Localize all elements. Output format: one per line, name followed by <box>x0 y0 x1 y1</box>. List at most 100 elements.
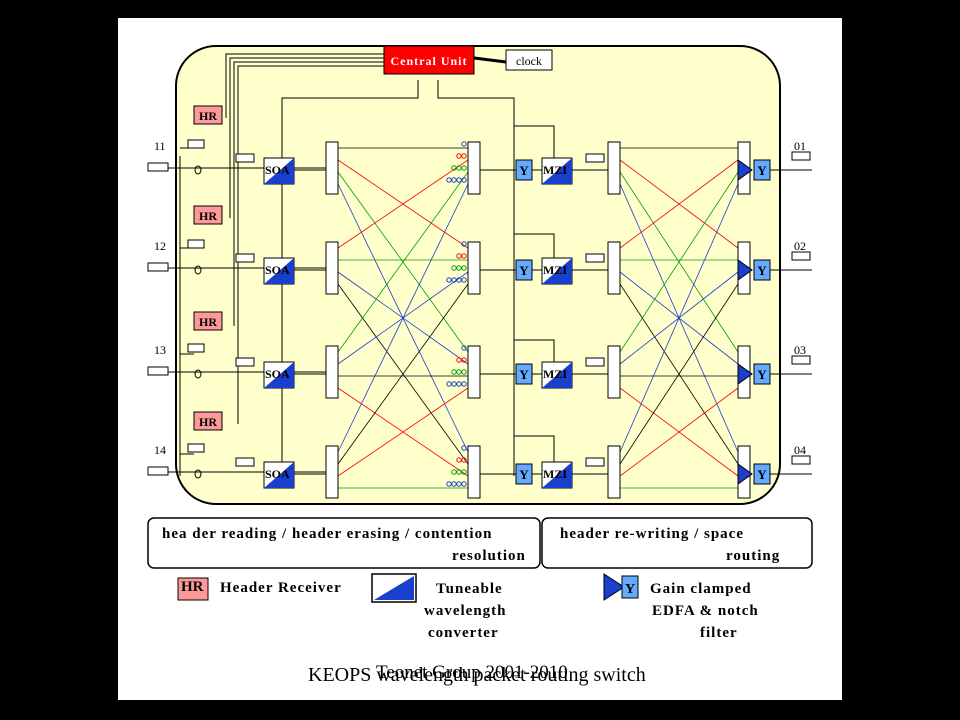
crossbar-line <box>337 171 469 353</box>
wavelength-filter-dot <box>451 381 457 387</box>
output-notch-symbol: Y <box>757 367 767 382</box>
soa-label: SOA <box>265 367 290 381</box>
legend-edfa-icon <box>603 573 625 601</box>
combiner <box>467 445 481 499</box>
output-connector <box>791 355 811 365</box>
legend-edfa-line2: EDFA & notch <box>652 603 759 619</box>
output-port-label: 01 <box>794 139 806 153</box>
wavelength-filter-dot <box>451 469 457 475</box>
mzi-fill <box>542 362 572 388</box>
coupler-icon <box>194 265 202 275</box>
clock-label: clock <box>516 54 542 68</box>
hr-box <box>193 311 223 331</box>
wavelength-filter-dot <box>451 481 457 487</box>
wavelength-filter-dot <box>446 481 452 487</box>
wavelength-filter-dot <box>461 469 467 475</box>
wavelength-filter-dot <box>451 177 457 183</box>
output-notch-symbol: Y <box>757 467 767 482</box>
legend-hr-label: Header Receiver <box>220 580 342 596</box>
clock-link <box>473 56 507 64</box>
crossbar-line <box>337 183 469 453</box>
crossbar-line <box>619 387 739 477</box>
mzi-connector <box>585 253 605 263</box>
notch-filter-icon <box>515 363 533 385</box>
soa-fill <box>264 158 294 184</box>
legend-twc-fill <box>374 576 414 600</box>
edfa-icon <box>737 363 753 385</box>
legend-edfa-line1: Gain clamped <box>650 581 752 597</box>
legend-notch-symbol: Y <box>625 582 635 597</box>
soa-connector <box>235 457 255 467</box>
mzi-label: MZI <box>543 263 567 277</box>
output-port-label: 02 <box>794 239 806 253</box>
central-unit-label: Central Unit <box>391 54 468 68</box>
wavelength-filter-dot <box>451 265 457 271</box>
wavelength-filter-dot <box>446 381 452 387</box>
footer-overlay-text: Teonet Group 2001-2010 <box>376 662 568 683</box>
space-splitter <box>607 445 621 499</box>
notch-filter-icon <box>515 463 533 485</box>
mzi-connector <box>585 357 605 367</box>
mzi-fill <box>542 462 572 488</box>
left-box-line2: resolution <box>452 548 526 564</box>
wavelength-filter-dot <box>456 457 462 463</box>
legend-hr-symbol: HR <box>181 579 204 595</box>
mzi-label: MZI <box>543 367 567 381</box>
output-notch-icon <box>753 463 771 485</box>
crossbar-line <box>619 159 739 249</box>
notch-filter-symbol: Y <box>519 367 529 382</box>
legend-twc-line1: Tuneable <box>436 581 503 597</box>
combiner <box>467 345 481 399</box>
crossbar-line <box>619 183 739 453</box>
hr-label: HR <box>199 109 217 123</box>
output-connector <box>791 455 811 465</box>
wavelength-filter-dot <box>461 357 467 363</box>
edfa-icon <box>737 159 753 181</box>
wavelength-filter-dot <box>461 153 467 159</box>
wavelength-filter-dot <box>461 381 467 387</box>
wavelength-filter-dot <box>456 481 462 487</box>
tap-connector <box>187 139 205 149</box>
crossbar-line <box>337 159 469 249</box>
splitter <box>325 445 339 499</box>
wavelength-filter-dot <box>461 177 467 183</box>
hr-box <box>193 205 223 225</box>
wavelength-filter-dot <box>456 357 462 363</box>
left-description-box <box>147 517 541 569</box>
wavelength-filter-dot <box>456 265 462 271</box>
mzi-connector <box>585 153 605 163</box>
notch-filter-symbol: Y <box>519 163 529 178</box>
wavelength-filter-dot <box>461 369 467 375</box>
input-connector <box>147 262 169 272</box>
input-connector <box>147 366 169 376</box>
output-port-label: 04 <box>794 443 806 457</box>
wavelength-filter-dot <box>456 381 462 387</box>
wavelength-filter-dot <box>461 241 467 247</box>
soa-label: SOA <box>265 163 290 177</box>
output-notch-symbol: Y <box>757 263 767 278</box>
mzi-fill <box>542 158 572 184</box>
right-description-box <box>541 517 813 569</box>
crossbar-line <box>337 283 469 465</box>
splitter <box>325 345 339 399</box>
right-box-line1: header re-writing / space <box>560 526 745 542</box>
wavelength-filter-dot <box>451 165 457 171</box>
wavelength-filter-dot <box>461 265 467 271</box>
wavelength-filter-dot <box>451 277 457 283</box>
central-unit-box <box>383 45 475 75</box>
splitter <box>325 141 339 195</box>
coupler-icon <box>194 165 202 175</box>
hr-label: HR <box>199 315 217 329</box>
wavelength-filter-dot <box>456 277 462 283</box>
wavelength-filter-dot <box>461 345 467 351</box>
legend-twc-line3: converter <box>428 625 499 641</box>
space-splitter <box>607 345 621 399</box>
tap-connector <box>187 443 205 453</box>
mzi-label: MZI <box>543 163 567 177</box>
mzi-fill <box>542 258 572 284</box>
control-wires <box>179 53 555 480</box>
crossbar-lines <box>337 147 739 489</box>
